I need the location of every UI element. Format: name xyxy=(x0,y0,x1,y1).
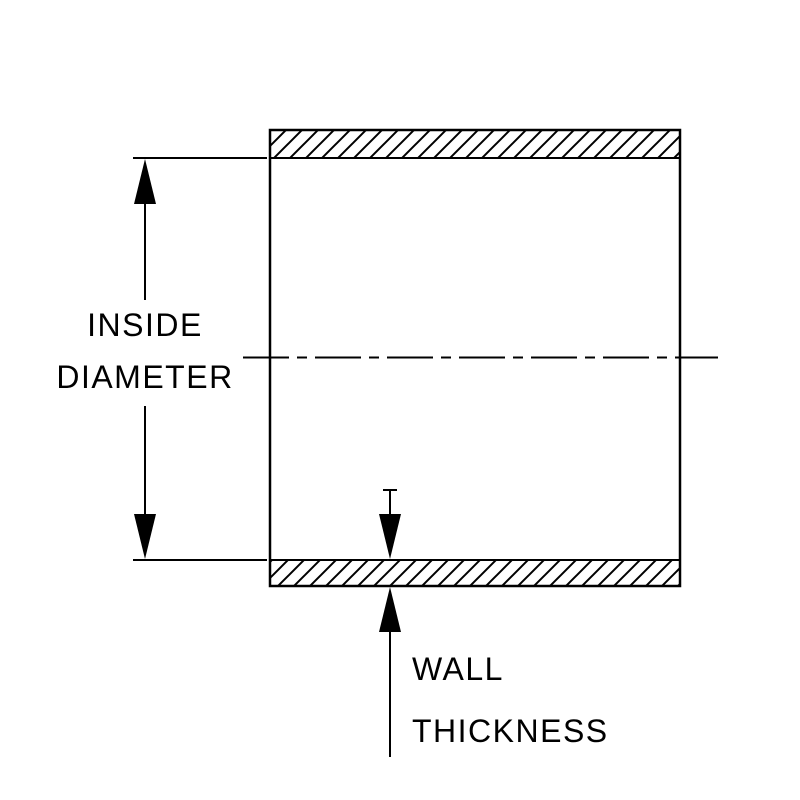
inside-diameter-label-line1: INSIDE xyxy=(87,307,203,343)
inside-diameter-dimension: INSIDE DIAMETER xyxy=(56,157,267,561)
wall-thickness-dimension: WALL THICKNESS xyxy=(379,489,609,757)
wall-thickness-label-line2: THICKNESS xyxy=(412,713,609,749)
top-wall-hatched-band xyxy=(269,129,681,159)
down-arrow-icon xyxy=(134,514,156,559)
wall-thickness-label-line1: WALL xyxy=(412,651,504,687)
down-arrow-icon xyxy=(379,514,401,559)
inside-diameter-label-line2: DIAMETER xyxy=(56,359,233,395)
up-arrow-icon xyxy=(379,587,401,632)
up-arrow-icon xyxy=(134,159,156,204)
bottom-wall-hatched-band xyxy=(269,559,681,587)
